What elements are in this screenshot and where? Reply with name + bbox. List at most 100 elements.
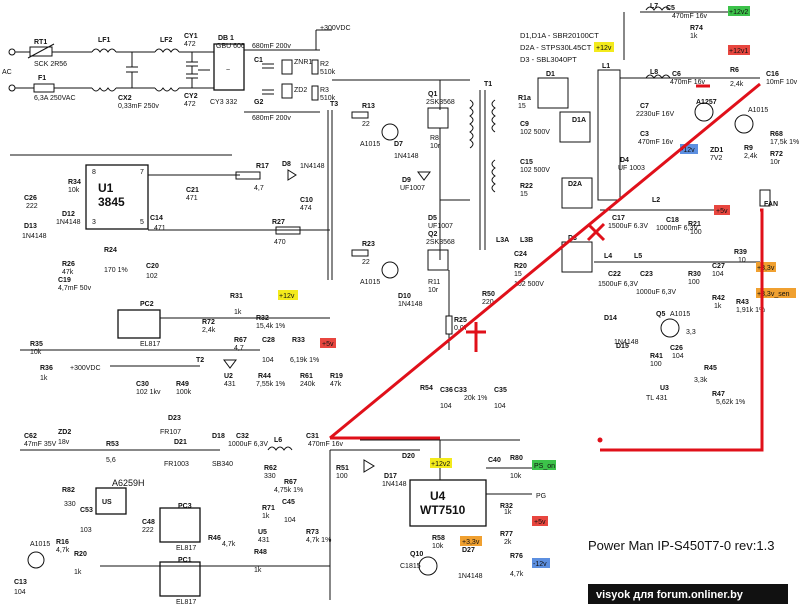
r22-value: 15 — [520, 191, 528, 198]
r80-label: R80 — [510, 455, 523, 462]
q2-value: 2SK3568 — [426, 239, 455, 246]
c14-value: 471 — [154, 225, 166, 232]
tag-5v — [714, 205, 730, 215]
d1a-label: D1A — [572, 117, 586, 124]
d17-value: 1N4148 — [382, 481, 407, 488]
r58-label: R58 — [432, 535, 445, 542]
u1-name: U1 — [98, 181, 114, 195]
u1-chip — [85, 164, 149, 230]
q1-label: Q1 — [428, 91, 437, 98]
r68-value: 17,5k 1% — [770, 139, 799, 146]
r32-value: 15,4k 1% — [256, 323, 285, 330]
tag-3v3 — [756, 262, 776, 272]
c6-value: 470mF 16v — [670, 79, 706, 86]
d4-label: D4 — [620, 157, 629, 164]
c10-value: 474 — [300, 205, 312, 212]
r82-label: R82 — [62, 487, 75, 494]
d27-label: D27 — [462, 547, 475, 554]
c2-label: G2 — [254, 99, 263, 106]
fan-connector — [759, 189, 771, 207]
tag-12v1 — [728, 45, 750, 55]
red-dot — [597, 437, 603, 443]
r30-value: 100 — [688, 279, 700, 286]
tag-3v3-c-text: +3,3v — [462, 539, 480, 546]
c36-label: C36 — [440, 387, 453, 394]
tag-ps-on — [532, 460, 556, 470]
r42-label: R42 — [712, 295, 725, 302]
c15-value: 102 500V — [520, 167, 550, 174]
d5-label: D5 — [428, 215, 437, 222]
d1-diode — [537, 77, 569, 109]
r3-value: 510k — [320, 95, 336, 102]
r39-label: R39 — [734, 249, 747, 256]
c53-value: 103 — [80, 527, 92, 534]
pc1-value: EL817 — [176, 599, 196, 606]
tag-3v3-c — [460, 536, 482, 546]
r17-value: 4,7 — [254, 185, 264, 192]
d14-label: D14 — [604, 315, 617, 322]
d14-value: 1N4148 — [614, 339, 639, 346]
d3-diode — [561, 241, 593, 273]
r49-label: R49 — [176, 381, 189, 388]
r35-label: R35 — [30, 341, 43, 348]
tag-m12v-c-text: -12v — [533, 561, 547, 568]
c9-label: C9 — [520, 121, 529, 128]
l5-label: L5 — [634, 253, 642, 260]
d10-label: D10 — [398, 293, 411, 300]
tag-m12v — [680, 144, 698, 154]
r62-value: 330 — [264, 473, 276, 480]
tag-pg-text: PG — [536, 493, 546, 500]
c7-value: 2230uF 16V — [636, 111, 674, 118]
r11-label: R11 — [428, 279, 440, 286]
db1-bridge — [213, 43, 245, 91]
l3a-label: L3A — [496, 237, 509, 244]
c20-value: 102 — [146, 273, 158, 280]
c26-value: 104 — [672, 353, 684, 360]
c15-label: C15 — [520, 159, 533, 166]
r8-label: R8 — [430, 135, 439, 142]
d10-value: 1N4148 — [398, 301, 423, 308]
red-right-path — [600, 208, 764, 452]
r34-label: R34 — [68, 179, 81, 186]
c31-value: 470mF 16v — [308, 441, 344, 448]
d4-value: UF 1003 — [618, 165, 645, 172]
d2a-diode — [561, 177, 593, 209]
r62-label: R62 — [264, 465, 277, 472]
tag-5v-b — [320, 338, 336, 348]
t3-label: T3 — [330, 101, 338, 108]
f1-label: F1 — [38, 75, 46, 82]
tag-12v-mid — [278, 290, 298, 300]
pc3-value: EL817 — [176, 545, 196, 552]
r74-label: R74 — [690, 25, 703, 32]
c3-label: C3 — [640, 131, 649, 138]
l1-label: L1 — [602, 63, 610, 70]
r13-label: R13 — [362, 103, 375, 110]
u4-name: U4 — [430, 489, 446, 503]
c35-label: C35 — [494, 387, 507, 394]
l7-label: L7 — [650, 3, 658, 10]
c26-label: C26 — [670, 345, 683, 352]
r44-value: 7,55k 1% — [256, 381, 285, 388]
r21-value: 100 — [690, 229, 702, 236]
tag-12v1-text: +12v1 — [729, 48, 748, 55]
r68-label: R68 — [770, 131, 783, 138]
c3-value: 470mF 16v — [638, 139, 674, 146]
r42-value: 1k — [714, 303, 722, 310]
r45-value: 3,3k — [694, 377, 708, 384]
svg-text:A1015: A1015 — [360, 279, 380, 286]
r9-label: R9 — [744, 145, 753, 152]
r41-value: 100 — [650, 361, 662, 368]
r32b-label: R32 — [500, 503, 513, 510]
cx2-value: 0,33mF 250v — [118, 103, 159, 110]
d5-value: UF1007 — [428, 223, 453, 230]
lf1-inductor — [91, 48, 117, 53]
r2-label: R2 — [320, 61, 329, 68]
cy1-value: 472 — [184, 41, 196, 48]
c14-label: C14 — [150, 215, 163, 222]
q-a1015-bottom — [381, 261, 399, 279]
d27-value: 1N4148 — [458, 573, 483, 580]
tag-3v3-sen-text: +3,3v_sen — [757, 291, 790, 298]
r20b-value: 1k — [74, 569, 82, 576]
r33-label: R33 — [292, 337, 305, 344]
r16-label: R16 — [56, 539, 69, 546]
